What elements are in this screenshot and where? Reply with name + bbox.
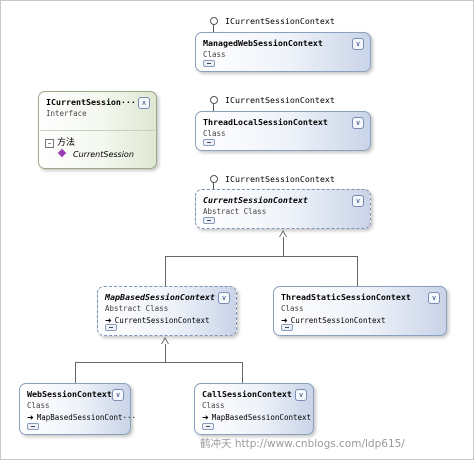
methods-section-label: 方法 <box>57 138 76 148</box>
inheritance-line <box>283 237 284 256</box>
inheritance-line <box>242 362 243 383</box>
inheritance-line <box>165 344 166 362</box>
interface-box-icurrent-session-context[interactable]: ICurrentSession··· Interface ∧ –方法 Curre… <box>38 91 157 169</box>
expand-toggle-icon[interactable]: ∨ <box>112 389 124 401</box>
interface-lollipop-label: ICurrentSessionContext <box>225 174 335 184</box>
lollipop-stem <box>213 182 214 189</box>
arrow-right-icon: ➜ <box>105 316 112 325</box>
lollipop-stem <box>213 24 214 32</box>
method-name: CurrentSession <box>73 150 134 159</box>
interface-lollipop-label: ICurrentSessionContext <box>225 16 335 26</box>
methods-section-header[interactable]: –方法 <box>45 135 75 148</box>
class-stereotype: Class <box>27 401 50 410</box>
compartment-toggle-icon[interactable] <box>105 324 117 331</box>
expand-toggle-icon[interactable]: ∨ <box>295 389 307 401</box>
class-stereotype: Abstract Class <box>203 207 267 216</box>
lollipop-stem <box>213 103 214 111</box>
class-box-managed-web-session-context[interactable]: ManagedWebSessionContext Class ∨ <box>195 32 371 72</box>
inheritance-line <box>165 256 358 257</box>
section-collapse-icon[interactable]: – <box>45 139 54 148</box>
base-type: ➜MapBasedSessionContext <box>202 413 311 422</box>
interface-stereotype: Interface <box>46 109 87 118</box>
class-name: MapBasedSessionContext <box>105 292 215 302</box>
base-type: ➜CurrentSessionContext <box>105 316 210 325</box>
class-name: WebSessionContext <box>27 389 112 399</box>
interface-lollipop-icon <box>210 17 218 25</box>
base-type-name: CurrentSessionContext <box>114 316 210 325</box>
compartment-toggle-icon[interactable] <box>203 60 215 67</box>
arrow-right-icon: ➜ <box>202 413 209 422</box>
inheritance-arrowhead <box>279 230 287 237</box>
interface-lollipop-icon <box>210 96 218 104</box>
expand-toggle-icon[interactable]: ∨ <box>218 292 230 304</box>
class-box-current-session-context[interactable]: CurrentSessionContext Abstract Class ∨ <box>195 189 371 229</box>
expand-toggle-icon[interactable]: ∨ <box>352 195 364 207</box>
interface-name: ICurrentSession··· <box>46 97 136 107</box>
base-type: ➜MapBasedSessionCont··· <box>27 413 136 422</box>
class-stereotype: Class <box>281 304 304 313</box>
class-box-call-session-context[interactable]: CallSessionContext Class ➜MapBasedSessio… <box>194 383 314 435</box>
compartment-toggle-icon[interactable] <box>27 423 39 430</box>
class-box-map-based-session-context[interactable]: MapBasedSessionContext Abstract Class ➜C… <box>97 286 237 336</box>
method-member[interactable]: CurrentSession <box>57 148 134 159</box>
class-name: CallSessionContext <box>202 389 292 399</box>
class-stereotype: Abstract Class <box>105 304 169 313</box>
class-box-web-session-context[interactable]: WebSessionContext Class ➜MapBasedSession… <box>19 383 136 435</box>
compartment-toggle-icon[interactable] <box>203 217 215 224</box>
inheritance-arrowhead <box>161 337 169 344</box>
expand-toggle-icon[interactable]: ∨ <box>352 38 364 50</box>
compartment-toggle-icon[interactable] <box>281 324 293 331</box>
interface-lollipop-icon <box>210 175 218 183</box>
class-box-thread-static-session-context[interactable]: ThreadStaticSessionContext Class ➜Curren… <box>273 286 447 336</box>
class-stereotype: Class <box>203 129 226 138</box>
class-stereotype: Class <box>202 401 225 410</box>
class-stereotype: Class <box>203 50 226 59</box>
inheritance-line <box>357 256 358 286</box>
class-name: ManagedWebSessionContext <box>203 38 323 48</box>
base-type-name: MapBasedSessionCont··· <box>36 413 137 422</box>
class-name: ThreadLocalSessionContext <box>203 117 328 127</box>
base-type-name: CurrentSessionContext <box>290 316 386 325</box>
inheritance-line <box>75 362 243 363</box>
compartment-toggle-icon[interactable] <box>203 139 215 146</box>
compartment-divider <box>40 130 155 131</box>
class-name: CurrentSessionContext <box>203 195 308 205</box>
inheritance-line <box>165 256 166 286</box>
base-type-name: MapBasedSessionContext <box>211 413 312 422</box>
inheritance-line <box>75 362 76 383</box>
method-icon <box>57 148 67 158</box>
base-type: ➜CurrentSessionContext <box>281 316 386 325</box>
expand-toggle-icon[interactable]: ∨ <box>428 292 440 304</box>
watermark-text: 鹤冲天 http://www.cnblogs.com/ldp615/ <box>200 438 405 450</box>
arrow-right-icon: ➜ <box>281 316 288 325</box>
interface-lollipop-label: ICurrentSessionContext <box>225 95 335 105</box>
collapse-toggle-icon[interactable]: ∧ <box>138 97 150 109</box>
class-name: ThreadStaticSessionContext <box>281 292 411 302</box>
expand-toggle-icon[interactable]: ∨ <box>352 117 364 129</box>
compartment-toggle-icon[interactable] <box>202 423 214 430</box>
class-box-thread-local-session-context[interactable]: ThreadLocalSessionContext Class ∨ <box>195 111 371 151</box>
arrow-right-icon: ➜ <box>27 413 34 422</box>
